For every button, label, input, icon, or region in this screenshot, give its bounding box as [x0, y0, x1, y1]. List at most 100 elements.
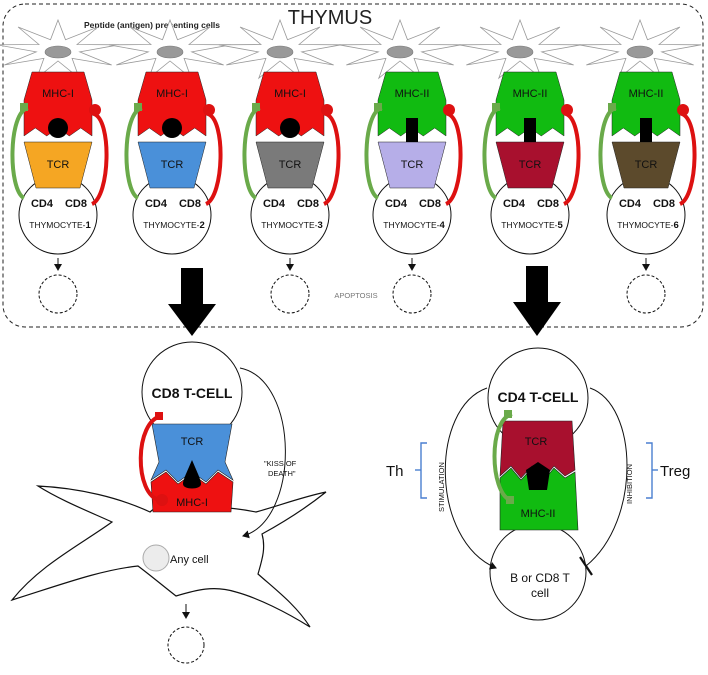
cd4-coreceptor-anchor: [20, 103, 28, 111]
cd4-coreceptor: [598, 106, 617, 200]
treg-bracket: [646, 442, 653, 499]
cd4-mhc-ii: [499, 467, 579, 531]
peptide: [162, 118, 182, 138]
cd4-t-cell-panel: B or CD8 T cell CD4 T-CELL TCR MHC-II ST…: [386, 347, 690, 621]
apc-cell: [578, 18, 702, 80]
inhibition-label: INHIBITION: [625, 464, 634, 504]
selection-arrow-cd8: [168, 268, 216, 336]
apoptotic-cell: [270, 274, 310, 314]
mhc-label: MHC-I: [42, 88, 74, 100]
cd8-coreceptor: [444, 112, 463, 206]
stimulation-label: STIMULATION: [437, 462, 446, 512]
thymocyte-name: THYMOCYTE-5: [501, 220, 563, 231]
cd4-coreceptor-anchor: [134, 103, 142, 111]
cd8-coreceptor: [322, 112, 341, 206]
cd8-coreceptor-head: [443, 104, 455, 116]
cd8-coreceptor-head: [156, 494, 168, 506]
inhibition-bar: [579, 556, 593, 576]
cd8-coreceptor: [204, 112, 223, 206]
cd8-coreceptor: [138, 414, 163, 502]
stimulation-arrow: [444, 387, 497, 570]
cd4-coreceptor-anchor: [492, 103, 500, 111]
apc-cell: [0, 18, 120, 80]
cd8-coreceptor-head: [677, 104, 689, 116]
mhc-label: MHC-I: [156, 88, 188, 100]
apoptotic-cell: [38, 274, 78, 314]
cd4-coreceptor: [482, 106, 501, 200]
any-cell-apoptotic: [167, 626, 205, 664]
inhibition-line: [585, 387, 628, 567]
cd8-label: CD8: [537, 198, 559, 210]
b-or-cd8-label-2: cell: [531, 586, 549, 600]
cd4-coreceptor-anchor: [504, 410, 512, 418]
mhc-label: MHC-II: [629, 88, 664, 100]
treg-label: Treg: [660, 463, 690, 480]
th-label: Th: [386, 463, 404, 480]
apc-cell: [338, 18, 462, 80]
cd8-peptide: [183, 460, 201, 489]
thymocyte-name: THYMOCYTE-3: [261, 220, 323, 231]
cd8-coreceptor: [90, 112, 109, 206]
cd4-coreceptor: [492, 412, 513, 502]
cd8-t-cell-title: CD8 T-CELL: [152, 385, 233, 401]
apc-nucleus: [386, 45, 414, 59]
cd8-tcr-label: TCR: [181, 436, 204, 448]
cd4-coreceptor: [124, 106, 143, 200]
thymus-title: THYMUS: [288, 7, 372, 29]
apc-nucleus: [44, 45, 72, 59]
thymocyte-name: THYMOCYTE-2: [143, 220, 205, 231]
apc-cell: [218, 18, 342, 80]
mhc-label: MHC-II: [395, 88, 430, 100]
peptide: [48, 118, 68, 138]
any-cell-label: Any cell: [170, 554, 209, 566]
cd4-label: CD4: [31, 198, 54, 210]
peptide: [280, 118, 300, 138]
apc-cell: [458, 18, 582, 80]
tcr-label: TCR: [635, 159, 658, 171]
apc-nucleus: [626, 45, 654, 59]
tcr-receptor: [137, 141, 207, 189]
cd8-coreceptor-anchor: [155, 412, 163, 420]
cd8-coreceptor-head: [203, 104, 215, 116]
apoptotic-cell: [392, 274, 432, 314]
cd8-label: CD8: [419, 198, 441, 210]
cd4-peptide: [526, 462, 550, 490]
tcr-label: TCR: [161, 159, 184, 171]
cd8-mhc-label: MHC-I: [176, 497, 208, 509]
cd4-coreceptor-anchor: [252, 103, 260, 111]
cd4-coreceptor-head: [506, 496, 514, 504]
cd4-t-cell-title: CD4 T-CELL: [498, 389, 579, 405]
tcr-receptor: [255, 141, 325, 189]
cd8-coreceptor-head: [89, 104, 101, 116]
tcr-receptor: [611, 141, 681, 189]
cd8-label: CD8: [179, 198, 201, 210]
th-bracket: [420, 442, 427, 499]
cd4-coreceptor-anchor: [608, 103, 616, 111]
mhc-label: MHC-II: [513, 88, 548, 100]
cd4-label: CD4: [619, 198, 642, 210]
cd4-tcr-label: TCR: [525, 436, 548, 448]
cd4-coreceptor-anchor: [374, 103, 382, 111]
cd8-label: CD8: [653, 198, 675, 210]
b-or-cd8-label-1: B or CD8 T: [510, 571, 570, 585]
cd8-label: CD8: [65, 198, 87, 210]
thymocyte-name: THYMOCYTE-1: [29, 220, 91, 231]
mhc-label: MHC-I: [274, 88, 306, 100]
apc-nucleus: [156, 45, 184, 59]
thymocyte-name: THYMOCYTE-6: [617, 220, 679, 231]
kiss-of-death-label: "KISS OF DEATH": [264, 459, 298, 478]
tcr-label: TCR: [47, 159, 70, 171]
thymocyte-name: THYMOCYTE-4: [383, 220, 445, 231]
cd8-coreceptor-head: [321, 104, 333, 116]
apoptosis-label: APOPTOSIS: [334, 291, 377, 300]
cd4-label: CD4: [263, 198, 286, 210]
apc-label: Peptide (antigen) presenting cells: [84, 20, 220, 30]
cd8-coreceptor: [678, 112, 697, 206]
kiss-of-death-arrow: [239, 367, 286, 539]
